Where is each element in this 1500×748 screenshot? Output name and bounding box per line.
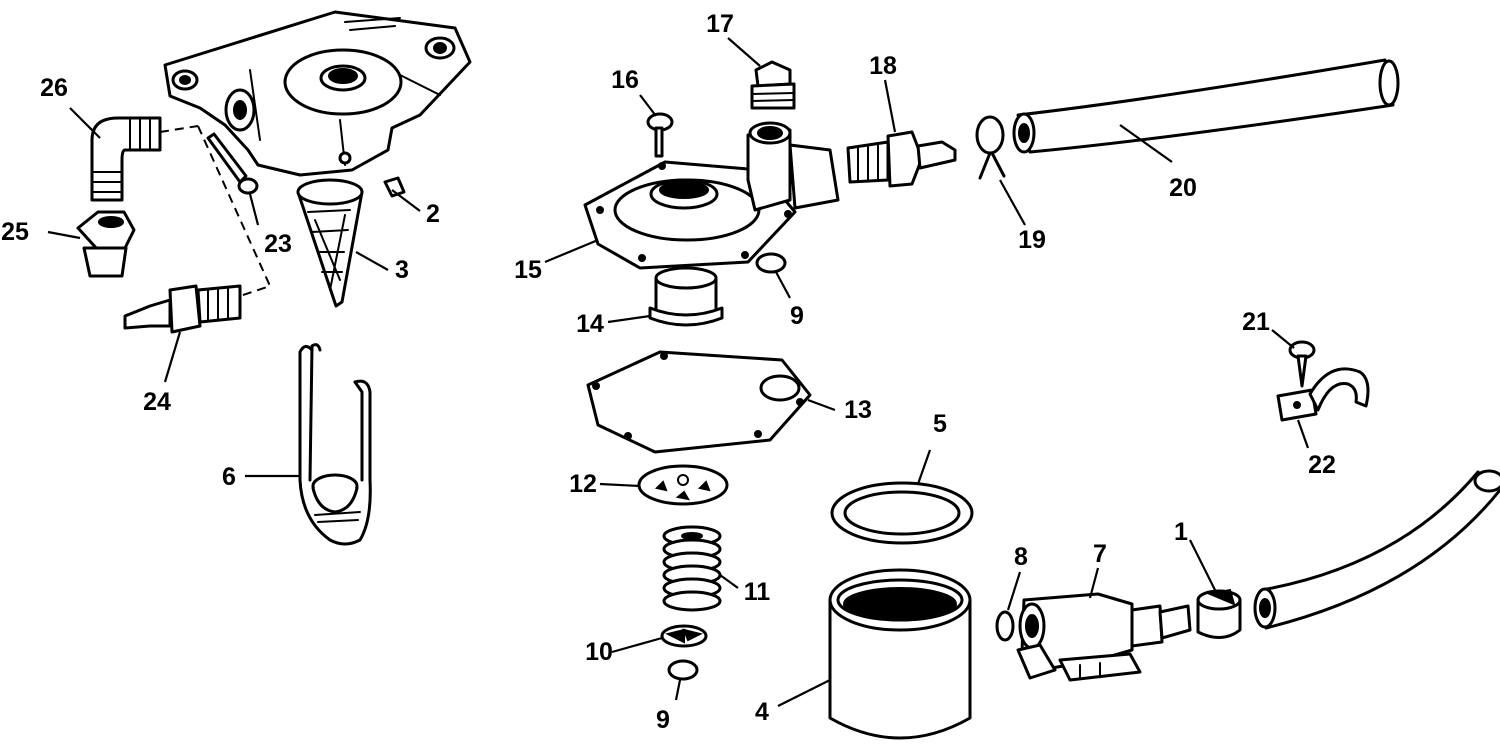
wire-retainer [298, 343, 372, 546]
filter-housing [1016, 592, 1192, 682]
hose-clip [1276, 367, 1370, 422]
callout-19: 19 [1018, 226, 1046, 254]
callout-17: 17 [706, 10, 734, 38]
o-ring [995, 610, 1015, 642]
elbow-fitting [90, 116, 162, 202]
callout-18: 18 [869, 52, 897, 80]
callout-20: 20 [1169, 174, 1197, 202]
pump-cover [583, 121, 840, 270]
callout-11: 11 [744, 578, 771, 606]
callout-25: 25 [1, 218, 29, 246]
filter-cone [296, 178, 364, 308]
valve-disc-lower [667, 659, 699, 681]
hose-clamp-ring [975, 115, 1006, 180]
leader-lines [47, 37, 1310, 707]
hose-barb-fitting [123, 284, 242, 334]
callout-2: 2 [426, 200, 440, 228]
hose-clamp [1196, 588, 1242, 639]
callout-labels: 1 2 3 4 5 6 7 8 9 9 10 11 12 13 14 15 16… [1, 10, 1336, 734]
fuel-hose-upper [1012, 58, 1400, 154]
cover-gasket [586, 350, 812, 454]
diaphragm-plate [637, 464, 729, 506]
callout-9-upper: 9 [790, 302, 804, 330]
callout-22: 22 [1308, 451, 1336, 479]
bowl-seal-ring [830, 481, 974, 545]
callout-10: 10 [585, 638, 613, 666]
pipe-plug [750, 60, 796, 110]
nut-fitting [76, 210, 136, 278]
clip-screw [1288, 340, 1316, 388]
plug [383, 176, 406, 198]
callout-8: 8 [1014, 543, 1028, 571]
filter-bowl [828, 568, 972, 740]
callout-16: 16 [611, 66, 639, 94]
screw [206, 132, 259, 195]
callout-1: 1 [1174, 518, 1188, 546]
valve-disc-upper [755, 252, 787, 274]
callout-24: 24 [143, 388, 171, 416]
callout-26: 26 [40, 74, 68, 102]
callout-21: 21 [1242, 308, 1270, 336]
fuel-hose-lower [1253, 469, 1500, 630]
cover-screw [646, 112, 674, 158]
callout-5: 5 [933, 410, 947, 438]
inlet-fitting [846, 130, 957, 188]
callout-14: 14 [576, 310, 604, 338]
callout-3: 3 [395, 256, 409, 284]
callout-4: 4 [755, 698, 769, 726]
callout-13: 13 [844, 396, 872, 424]
check-valve-cup [648, 266, 724, 327]
callout-6: 6 [222, 463, 236, 491]
assembly-guide-line [159, 125, 272, 297]
callout-23: 23 [264, 230, 292, 258]
callout-7: 7 [1093, 540, 1107, 568]
pump-body [163, 10, 472, 177]
callout-9-lower: 9 [656, 706, 670, 734]
callout-12: 12 [569, 470, 597, 498]
diaphragm-spring [662, 525, 722, 612]
spring-retainer [660, 624, 708, 648]
callout-15: 15 [514, 256, 542, 284]
